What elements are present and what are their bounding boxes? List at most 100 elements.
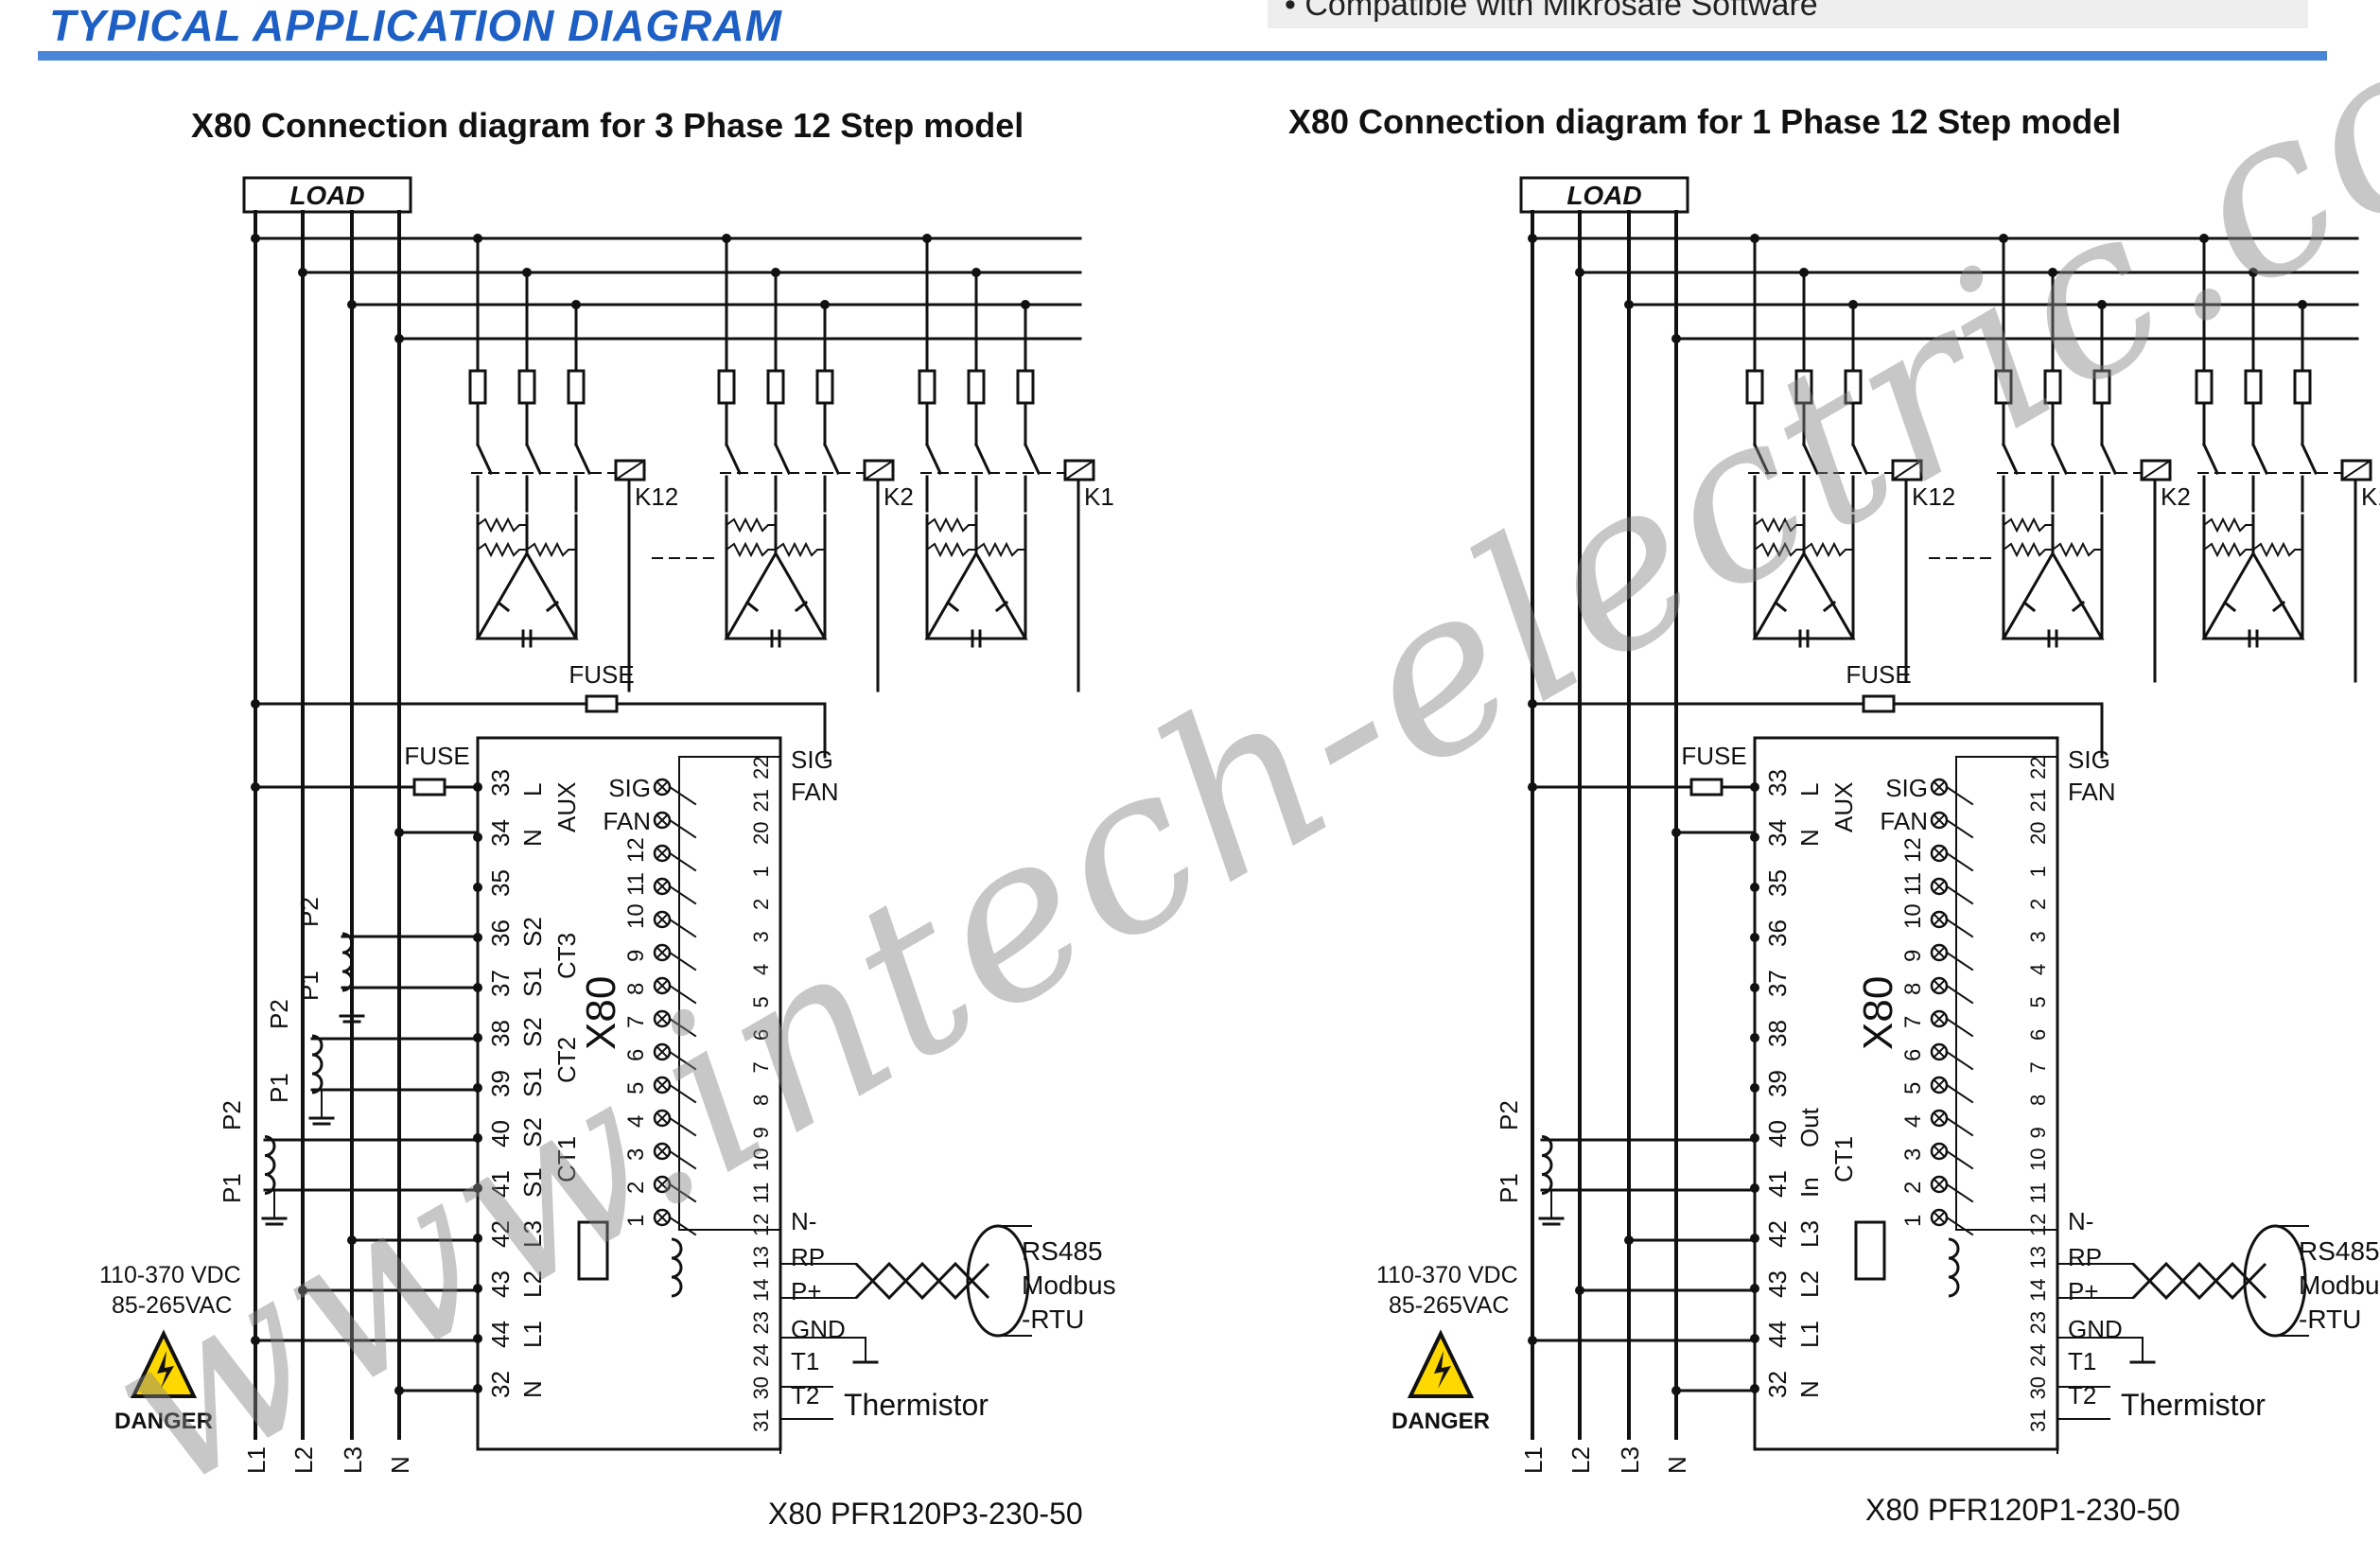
relay-contact xyxy=(668,1149,697,1170)
left-terminal-number: 40 xyxy=(486,1120,515,1147)
step-fuse xyxy=(918,369,936,405)
terminal-number: 10 xyxy=(749,1148,773,1171)
junction-dot xyxy=(2298,300,2307,309)
terminal-x-mark xyxy=(1933,814,1946,827)
terminal-number: 14 xyxy=(749,1279,773,1302)
left-terminal-number: 32 xyxy=(1763,1371,1792,1398)
relay-contact xyxy=(1945,1017,1974,1038)
capacitor xyxy=(1822,600,1837,613)
contactor-contact xyxy=(1753,443,1770,475)
junction-dot xyxy=(1750,983,1759,992)
contactor-label-K2: K2 xyxy=(884,482,914,511)
step-fuse xyxy=(967,369,986,405)
output-number: 5 xyxy=(1900,1082,1926,1094)
load-label: LOAD xyxy=(289,181,364,210)
contactor-contact xyxy=(2100,443,2117,475)
relay-contact xyxy=(668,984,697,1005)
contactor-contact xyxy=(974,443,991,475)
junction-dot xyxy=(2249,268,2258,277)
junction-dot xyxy=(571,300,581,309)
left-terminal-signal: In xyxy=(1795,1177,1824,1198)
right-terminal-label: T2 xyxy=(2068,1381,2096,1410)
connection-diagram-1phase: LOADL1L2L3NK12K2K1X80SIGFAN1211109876543… xyxy=(1376,176,2380,1474)
relay-contact xyxy=(1945,818,1974,839)
terminal-number: 13 xyxy=(749,1246,773,1269)
junction-dot xyxy=(922,234,932,243)
lightning-icon xyxy=(1434,1351,1451,1389)
discharge-resistor xyxy=(2203,541,2253,558)
junction-dot xyxy=(2097,300,2107,309)
junction-dot xyxy=(251,1336,260,1345)
terminal-number: 3 xyxy=(749,931,773,942)
junction-dot xyxy=(2048,268,2057,277)
right-terminal-label: T1 xyxy=(791,1347,819,1375)
step-fuse xyxy=(567,369,586,405)
left-terminal-number: 38 xyxy=(486,1020,515,1047)
contactor-label-K12: K12 xyxy=(635,482,678,511)
left-terminal-number: 43 xyxy=(486,1270,515,1298)
step-fuse xyxy=(2043,369,2062,405)
contactor-coil-mark xyxy=(1063,459,1095,482)
junction-dot xyxy=(1750,883,1759,892)
cable-shield xyxy=(2243,1224,2307,1338)
terminal-x-mark xyxy=(1933,1211,1946,1224)
right-terminal-label: GND xyxy=(791,1315,846,1343)
relay-contact xyxy=(668,1017,697,1038)
terminal-x-mark xyxy=(1933,880,1946,893)
relay-contact xyxy=(668,1116,697,1137)
relay-contact xyxy=(1945,951,1974,972)
fuse xyxy=(412,778,446,797)
ct-label: P2 xyxy=(218,1100,246,1130)
terminal-number: 21 xyxy=(2026,789,2050,812)
relay-contact xyxy=(1945,1149,1974,1170)
step-fuse xyxy=(517,369,536,405)
left-terminal-signal: N xyxy=(1795,1380,1824,1398)
junction-dot xyxy=(1750,782,1759,792)
lightning-icon xyxy=(157,1351,174,1389)
left-terminal-signal: S2 xyxy=(518,917,547,947)
danger-label: DANGER xyxy=(1391,1409,1490,1434)
discharge-resistor xyxy=(477,541,527,558)
terminal-x-mark xyxy=(1933,1012,1946,1025)
ct-label: P2 xyxy=(265,999,293,1029)
junction-dot xyxy=(1624,1235,1634,1245)
page-title: TYPICAL APPLICATION DIAGRAM xyxy=(49,1,782,50)
junction-dot xyxy=(1575,1286,1584,1295)
left-terminal-signal: L xyxy=(1795,783,1824,797)
junction-dot xyxy=(347,300,357,309)
relay-contact xyxy=(1945,851,1974,872)
left-terminal-number: 41 xyxy=(1763,1170,1792,1198)
terminal-number: 1 xyxy=(749,866,773,877)
capacitor xyxy=(2071,600,2086,613)
discharge-resistor xyxy=(477,517,527,534)
step-fuse xyxy=(2244,369,2263,405)
output-number: 6 xyxy=(623,1049,649,1061)
supply-label: 110-370 VDC xyxy=(1376,1262,1518,1288)
right-terminal-label: GND xyxy=(2068,1315,2123,1343)
fuse-label: FUSE xyxy=(404,742,469,770)
terminal-x-mark xyxy=(656,1012,669,1025)
contactor-coil-mark xyxy=(2340,459,2372,482)
capacitor-delta xyxy=(475,551,579,640)
left-terminal-number: 37 xyxy=(1763,970,1792,997)
relay-contact xyxy=(1945,785,1974,806)
output-number: 11 xyxy=(623,872,649,896)
relay-contact xyxy=(668,1050,697,1071)
contactor-coil-mark xyxy=(2140,459,2172,482)
junction-dot xyxy=(2199,234,2209,243)
output-number: 12 xyxy=(623,837,649,863)
junction-dot xyxy=(1671,334,1681,343)
ct-coil xyxy=(1541,1135,1553,1195)
signal-block xyxy=(577,1220,609,1281)
junction-dot xyxy=(251,234,260,243)
left-terminal-signal: N xyxy=(518,1380,547,1398)
terminal-number: 31 xyxy=(2026,1410,2050,1432)
contactor-label-K12: K12 xyxy=(1912,482,1955,511)
left-terminal-signal: Out xyxy=(1795,1107,1824,1147)
comm-label: -RTU xyxy=(1022,1305,1084,1334)
capacitor xyxy=(2271,600,2286,613)
left-terminal-signal: N xyxy=(518,829,547,847)
left-terminal-number: 35 xyxy=(1763,869,1792,897)
left-terminal-number: 37 xyxy=(486,970,515,997)
terminal-x-mark xyxy=(656,979,669,992)
